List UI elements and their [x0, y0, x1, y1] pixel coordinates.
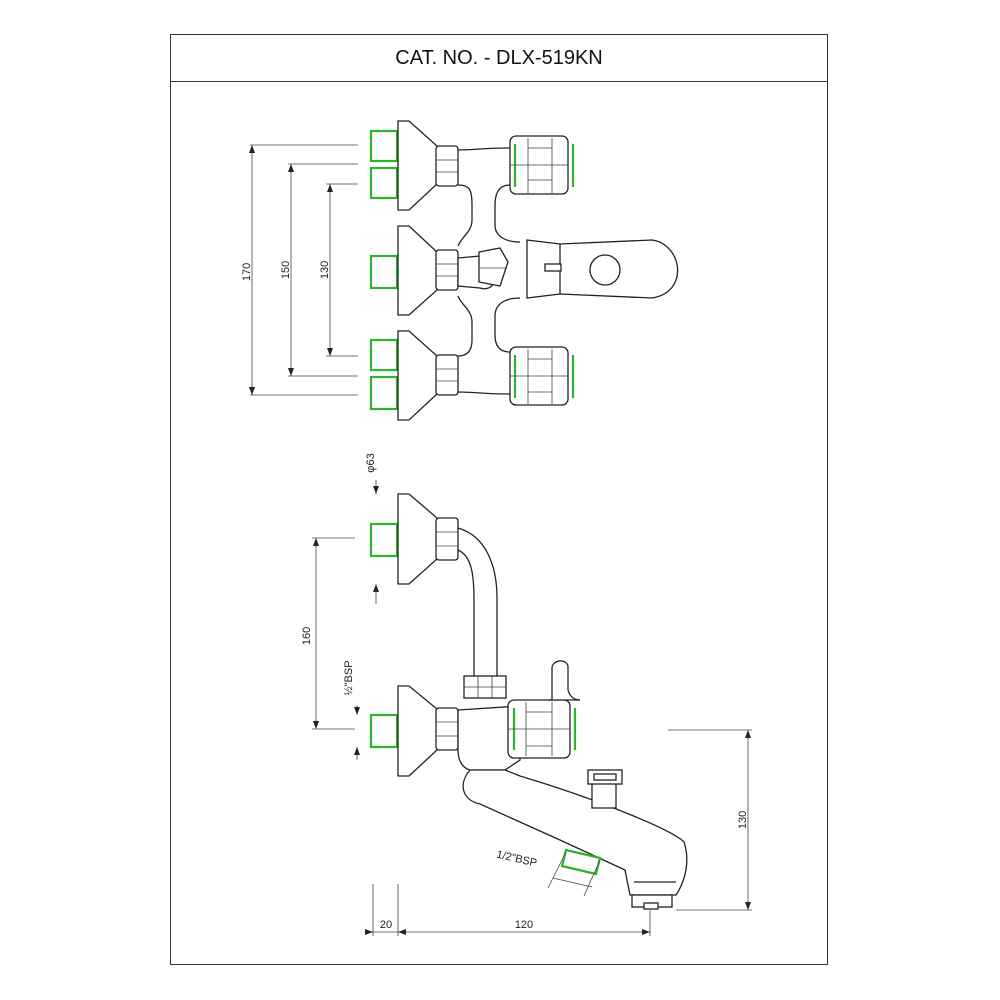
drawing-sheet: CAT. NO. - DLX-519KN — [170, 34, 828, 965]
dimension-130-top: 130 — [319, 183, 358, 357]
thread-inlets-side — [369, 522, 399, 749]
dimension-120-label: 120 — [515, 919, 533, 931]
dimension-bsp-side: ½"BSP — [343, 660, 360, 760]
control-knobs-top — [509, 135, 575, 406]
dimension-170-label: 170 — [241, 263, 253, 281]
bath-spout-side — [462, 769, 688, 910]
catalog-number: CAT. NO. - DLX-519KN — [395, 46, 603, 69]
dimension-150: 150 — [280, 163, 358, 377]
dimension-bottom: 20 120 — [365, 884, 651, 936]
dimension-130-side: 130 — [668, 729, 752, 911]
title-block: CAT. NO. - DLX-519KN — [171, 35, 827, 82]
dimension-130-side-label: 130 — [737, 811, 749, 829]
dimension-phi63: φ63 — [365, 453, 379, 604]
top-view: 170 150 130 — [241, 120, 679, 421]
bsp-outlet-label: 1/2"BSP — [495, 849, 538, 870]
thread-inlets-top — [369, 129, 399, 411]
mixer-body-side — [457, 660, 581, 771]
hex-nuts-side — [435, 517, 459, 751]
wall-flanges-top — [397, 120, 438, 421]
dimension-phi63-label: φ63 — [365, 453, 377, 472]
dimension-160-label: 160 — [301, 627, 313, 645]
wall-flanges-side — [397, 493, 438, 777]
dimension-150-label: 150 — [280, 261, 292, 279]
dimension-170: 170 — [241, 144, 358, 396]
side-view: φ63 160 ½"BSP 1/2"BSP — [301, 453, 752, 936]
valve-body-top — [457, 147, 521, 395]
hex-nuts-top — [435, 145, 459, 396]
dimension-20-label: 20 — [380, 919, 392, 931]
riser-pipe-side — [457, 527, 507, 699]
dimension-130-label: 130 — [319, 261, 331, 279]
bsp-side-label: ½"BSP — [343, 660, 355, 695]
dimension-160: 160 — [301, 537, 355, 730]
diverter-lever-top — [526, 239, 679, 299]
